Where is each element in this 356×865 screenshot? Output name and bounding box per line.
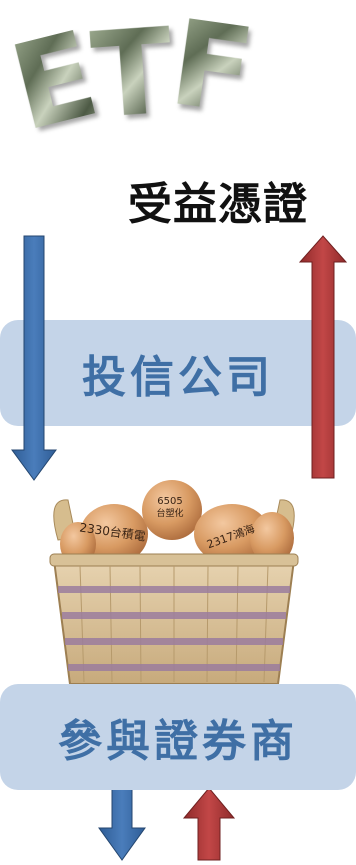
egg-basket-illustration: 6505 台塑化 2330台積電 2317鴻海 [49, 480, 299, 685]
up-arrow-right-shape [298, 235, 348, 479]
down-arrow-bottom-shape [98, 785, 146, 861]
egg-label-6505: 6505 [157, 496, 182, 507]
caption-title: 受益憑證 [128, 179, 308, 230]
up-arrow-bottom-shape [182, 787, 236, 861]
participating-broker-label: 參與證券商 [58, 716, 298, 767]
trust-company-label: 投信公司 [82, 352, 274, 403]
down-arrow-left-shape [11, 235, 57, 481]
trust-company-panel: 投信公司 [0, 320, 356, 426]
participating-broker-panel: 參與證券商 [0, 684, 356, 790]
egg-label-6505-name: 台塑化 [156, 507, 183, 519]
